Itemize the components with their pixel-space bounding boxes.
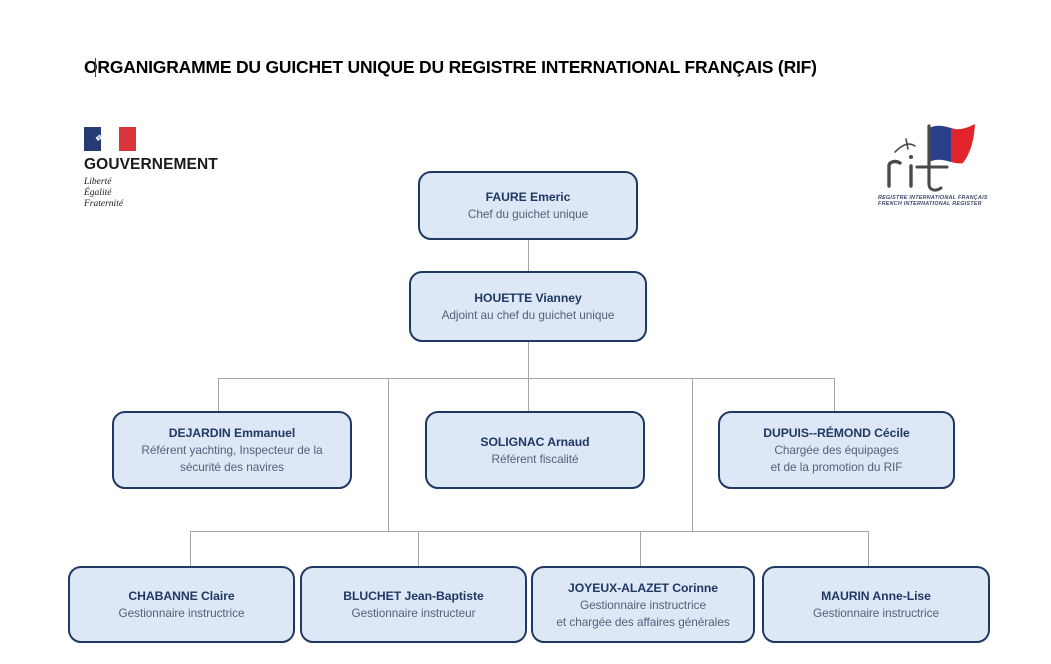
connector-l4-drop-1 xyxy=(190,531,191,566)
connector-l3-bus xyxy=(218,378,834,379)
node-name: HOUETTE Vianney xyxy=(474,291,582,305)
flag-band-blue xyxy=(84,127,102,151)
node-name: SOLIGNAC Arnaud xyxy=(480,434,590,449)
node-role-line1: Référent fiscalité xyxy=(491,451,579,466)
connector-l4-bus xyxy=(190,531,868,532)
connector-l4-drop-4 xyxy=(868,531,869,566)
node-name: BLUCHET Jean-Baptiste xyxy=(343,589,484,603)
node-role-line1: Référent yachting, Inspecteur de la xyxy=(141,443,323,457)
connector-l2-down xyxy=(528,342,529,411)
org-node-houette-vianney[interactable]: HOUETTE Vianney Adjoint au chef du guich… xyxy=(409,271,647,342)
node-name: MAURIN Anne-Lise xyxy=(821,589,931,603)
flag-band-red xyxy=(118,127,136,151)
text-cursor xyxy=(95,58,96,77)
node-role-line1: Chargée des équipages xyxy=(774,443,899,457)
org-node-dejardin-emmanuel[interactable]: DEJARDIN Emmanuel Référent yachting, Ins… xyxy=(112,411,352,489)
node-role-line2: sécurité des navires xyxy=(180,460,284,474)
connector-l3-drop-1 xyxy=(218,378,219,411)
rif-subtitle-en: FRENCH INTERNATIONAL REGISTER xyxy=(878,201,982,208)
org-node-maurin-anne-lise[interactable]: MAURIN Anne-Lise Gestionnaire instructri… xyxy=(762,566,990,643)
node-name: FAURE Emeric xyxy=(485,190,571,204)
connector-l4-drop-3 xyxy=(640,531,641,566)
republic-motto: Liberté Égalité Fraternité xyxy=(84,177,229,210)
node-role-line2: et de la promotion du RIF xyxy=(770,460,903,474)
org-node-solignac-arnaud[interactable]: SOLIGNAC Arnaud Référent fiscalité xyxy=(425,411,645,489)
node-name: DUPUIS--RÉMOND Cécile xyxy=(763,426,910,440)
node-role: Adjoint au chef du guichet unique xyxy=(441,308,615,322)
connector-l1-to-l2 xyxy=(528,240,529,271)
connector-l4-feed-left xyxy=(388,378,389,531)
org-node-chabanne-claire[interactable]: CHABANNE Claire Gestionnaire instructric… xyxy=(68,566,295,643)
node-role-line2: et chargée des affaires générales xyxy=(556,614,730,629)
rif-logo: REGISTRE INTERNATIONAL FRANÇAIS FRENCH I… xyxy=(875,122,995,212)
org-node-joyeux-alazet-corinne[interactable]: JOYEUX-ALAZET Corinne Gestionnaire instr… xyxy=(531,566,755,643)
node-name: DEJARDIN Emmanuel xyxy=(168,426,296,440)
node-name: JOYEUX-ALAZET Corinne xyxy=(568,580,718,595)
node-role: Chef du guichet unique xyxy=(467,207,589,221)
node-role-line1: Gestionnaire instructrice xyxy=(813,606,939,620)
node-role-line1: Gestionnaire instructeur xyxy=(351,606,476,620)
motto-fraternite: Fraternité xyxy=(84,199,124,209)
connector-l3-drop-3 xyxy=(834,378,835,411)
rif-subtitle: REGISTRE INTERNATIONAL FRANÇAIS FRENCH I… xyxy=(875,195,995,208)
page-title: ORGANIGRAMME DU GUICHET UNIQUE DU REGIST… xyxy=(84,57,817,77)
connector-l4-feed-right xyxy=(692,378,693,531)
connector-l4-drop-2 xyxy=(418,531,419,566)
gouvernement-wordmark: GOUVERNEMENT xyxy=(84,156,218,173)
motto-egalite: Égalité xyxy=(84,188,112,198)
org-node-faure-emeric[interactable]: FAURE Emeric Chef du guichet unique xyxy=(418,171,638,240)
org-node-bluchet-jean-baptiste[interactable]: BLUCHET Jean-Baptiste Gestionnaire instr… xyxy=(300,566,527,643)
node-role-line1: Gestionnaire instructrice xyxy=(580,597,706,612)
flag-band-white xyxy=(101,127,119,151)
node-role-line1: Gestionnaire instructrice xyxy=(118,606,245,620)
motto-liberte: Liberté xyxy=(84,177,112,187)
rif-subtitle-fr: REGISTRE INTERNATIONAL FRANÇAIS xyxy=(878,195,988,201)
marianne-icon: ❖ xyxy=(94,133,103,143)
node-name: CHABANNE Claire xyxy=(128,589,235,603)
gouvernement-logo: ❖ GOUVERNEMENT Liberté Égalité Fraternit… xyxy=(84,127,229,210)
org-node-dupuis-remond-cecile[interactable]: DUPUIS--RÉMOND Cécile Chargée des équipa… xyxy=(718,411,955,489)
french-flag-icon: ❖ xyxy=(84,127,136,151)
rif-wordmark-icon xyxy=(887,124,975,192)
